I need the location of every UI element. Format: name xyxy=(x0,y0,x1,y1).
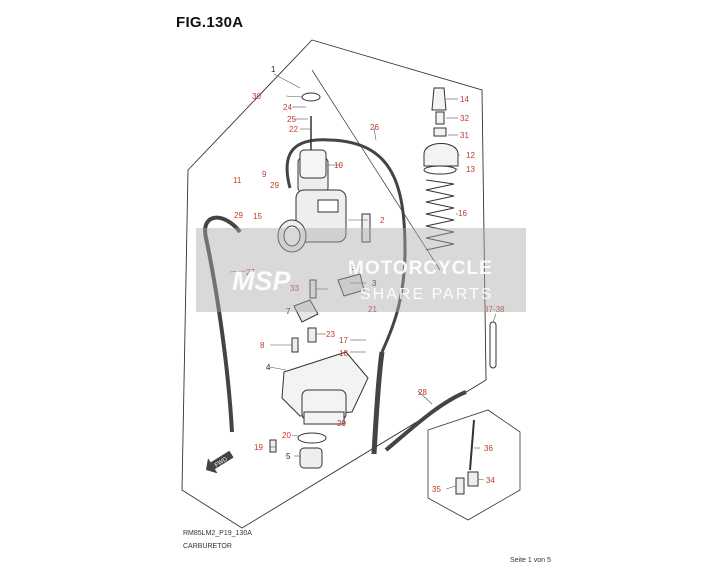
assembly-frame xyxy=(181,39,487,529)
watermark-logo: MSP xyxy=(232,266,291,296)
callout-14: 14 xyxy=(460,95,469,104)
figure-title: FIG.130A xyxy=(176,14,244,31)
footer-code: RM85LM2_P19_130A xyxy=(183,530,252,537)
callout-5: 5 xyxy=(286,452,291,461)
callout-27: 27 xyxy=(246,268,255,277)
subassembly-frame xyxy=(427,409,521,521)
callout-28: 28 xyxy=(418,388,427,397)
callout-15: 15 xyxy=(253,212,262,221)
callout-12: 12 xyxy=(466,151,475,160)
jet-8 xyxy=(291,337,299,353)
nut-31 xyxy=(433,127,447,137)
callout-25: 25 xyxy=(287,115,296,124)
callout-10: 10 xyxy=(334,161,343,170)
float-chamber xyxy=(281,351,369,425)
callout-24: 24 xyxy=(283,103,292,112)
callout-37-38: 37-38 xyxy=(484,305,505,314)
callout-2: 2 xyxy=(380,216,385,225)
ring-13 xyxy=(423,165,457,175)
page-number: Seite 1 von 5 xyxy=(510,557,551,564)
callout-23: 23 xyxy=(326,330,335,339)
watermark-band xyxy=(196,228,526,312)
callout-33: 33 xyxy=(290,284,299,293)
needle-36 xyxy=(469,419,475,471)
callout-30: 30 xyxy=(252,92,261,101)
overflow-hose-28 xyxy=(384,390,467,452)
jet-23 xyxy=(307,327,317,343)
callout-16: 16 xyxy=(458,209,467,218)
vent-37-38 xyxy=(489,321,497,369)
callout-17: 17 xyxy=(339,336,348,345)
watermark-line-2: SHARE PARTS xyxy=(360,286,494,303)
float-valve-3 xyxy=(337,273,365,297)
callout-1: 1 xyxy=(271,65,276,74)
callout-26: 26 xyxy=(370,123,379,132)
adjuster-14 xyxy=(431,87,447,111)
callout-36: 36 xyxy=(484,444,493,453)
callout-3: 3 xyxy=(372,279,377,288)
callout-4: 4 xyxy=(266,363,271,372)
callout-18: 18 xyxy=(339,349,348,358)
callout-29-bottom: 29 xyxy=(337,419,346,428)
callout-35: 35 xyxy=(432,485,441,494)
drain-5 xyxy=(299,447,323,469)
part-30 xyxy=(301,92,321,102)
screw-19 xyxy=(269,439,277,453)
callout-13: 13 xyxy=(466,165,475,174)
screw-2 xyxy=(361,213,371,243)
callout-6: 6 xyxy=(350,263,355,272)
callout-7: 7 xyxy=(286,307,291,316)
throttle-slide-10 xyxy=(299,149,327,179)
callout-21: 21 xyxy=(368,305,377,314)
callout-11: 11 xyxy=(233,176,242,185)
callout-29-top: 29 xyxy=(270,181,279,190)
part-7 xyxy=(293,299,319,323)
watermark-line-1: MOTORCYCLE xyxy=(348,258,493,279)
part-35 xyxy=(455,477,465,495)
callout-22: 22 xyxy=(289,125,298,134)
callout-9: 9 xyxy=(262,170,267,179)
callout-20: 20 xyxy=(282,431,291,440)
spring-16 xyxy=(425,179,455,251)
callout-19: 19 xyxy=(254,443,263,452)
part-32 xyxy=(435,111,445,125)
o-ring-20 xyxy=(297,432,327,444)
throttle-cable xyxy=(285,138,407,353)
footer-name: CARBURETOR xyxy=(183,543,232,550)
cap-12 xyxy=(423,143,459,167)
callout-29-left: 29 xyxy=(234,211,243,220)
callout-31: 31 xyxy=(460,131,469,140)
callout-8: 8 xyxy=(260,341,265,350)
callout-34: 34 xyxy=(486,476,495,485)
part-34 xyxy=(467,471,479,487)
breather-hose-27 xyxy=(203,215,242,433)
callout-32: 32 xyxy=(460,114,469,123)
fwd-arrow-icon: FWD xyxy=(206,450,234,474)
